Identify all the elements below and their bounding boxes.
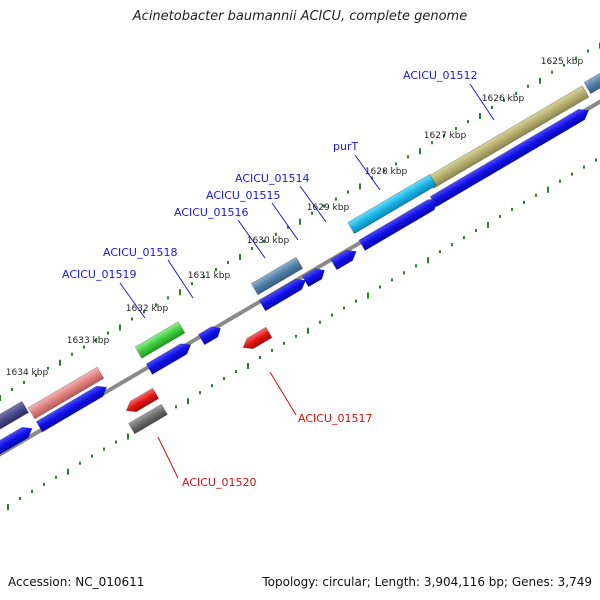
gene-label[interactable]: ACICU_01514 [235,172,309,185]
label-leader-line [469,83,495,121]
gene-label[interactable]: purT [333,140,358,153]
accession-label: Accession: NC_010611 [8,575,145,589]
label-leader-line [157,436,179,479]
label-leader-line [167,259,194,299]
topology-summary: Topology: circular; Length: 3,904,116 bp… [262,575,592,589]
tick-label: 1625 kbp [541,57,584,67]
label-leader-line [299,185,327,223]
label-leader-line [269,371,297,416]
gene-labels: ACICU_01512 purT ACICU_01514ACICU_01515ACI… [62,69,495,489]
gene-label[interactable]: ACICU_01515 [206,189,280,202]
reverse-gene-acicu-01520[interactable] [123,387,160,416]
ruler-ticks [0,42,600,510]
cds-arrow[interactable] [197,323,223,346]
gene-label[interactable]: ACICU_01518 [103,246,177,259]
tick-label: 1632 kbp [126,304,169,314]
cds-arrow[interactable] [429,105,591,208]
tick-label: 1634 kbp [6,368,49,378]
tick-label: 1629 kbp [307,203,350,213]
cds-arrow[interactable] [35,382,109,433]
feature-bar-purt[interactable] [347,173,437,235]
label-leader-line [354,154,381,191]
gene-label[interactable]: ACICU_01512 [403,69,477,82]
cds-arrow[interactable] [258,275,308,312]
gene-features [0,71,600,456]
gene-label[interactable]: ACICU_01520 [182,476,256,489]
gene-label[interactable]: ACICU_01516 [174,206,248,219]
label-leader-line [271,202,299,241]
feature-bar-acicu-01516[interactable] [250,256,304,296]
gene-label[interactable]: ACICU_01519 [62,268,136,281]
label-leader-line [237,219,266,259]
cds-arrow[interactable] [145,340,193,375]
gene-label[interactable]: ACICU_01517 [298,412,372,425]
cds-arrow[interactable] [0,423,35,456]
ruler-labels: 1625 kbp 1626 kbp 1627 kbp 1628 kbp 1629 kbp… [6,57,584,378]
feature-bar-pink[interactable] [27,366,105,420]
tick-label: 1626 kbp [482,94,525,104]
cds-arrow[interactable] [358,196,441,252]
tick-label: 1627 kbp [424,131,467,141]
tick-label: 1630 kbp [247,236,290,246]
tick-label: 1631 kbp [188,271,231,281]
genome-title: Acinetobacter baumannii ACICU, complete … [132,9,468,24]
tick-label: 1633 kbp [67,336,110,346]
cds-arrow[interactable] [330,246,359,271]
reverse-gene-acicu-01517[interactable] [240,326,273,353]
label-leader-line [119,282,146,319]
feature-bar-acicu-01519[interactable] [134,321,186,359]
feature-bar-edge[interactable] [583,71,600,95]
tick-label: 1628 kbp [365,167,408,177]
cds-arrow[interactable] [301,265,327,288]
feature-bar-grey[interactable] [128,403,168,435]
feature-bar-navy[interactable] [0,400,30,434]
